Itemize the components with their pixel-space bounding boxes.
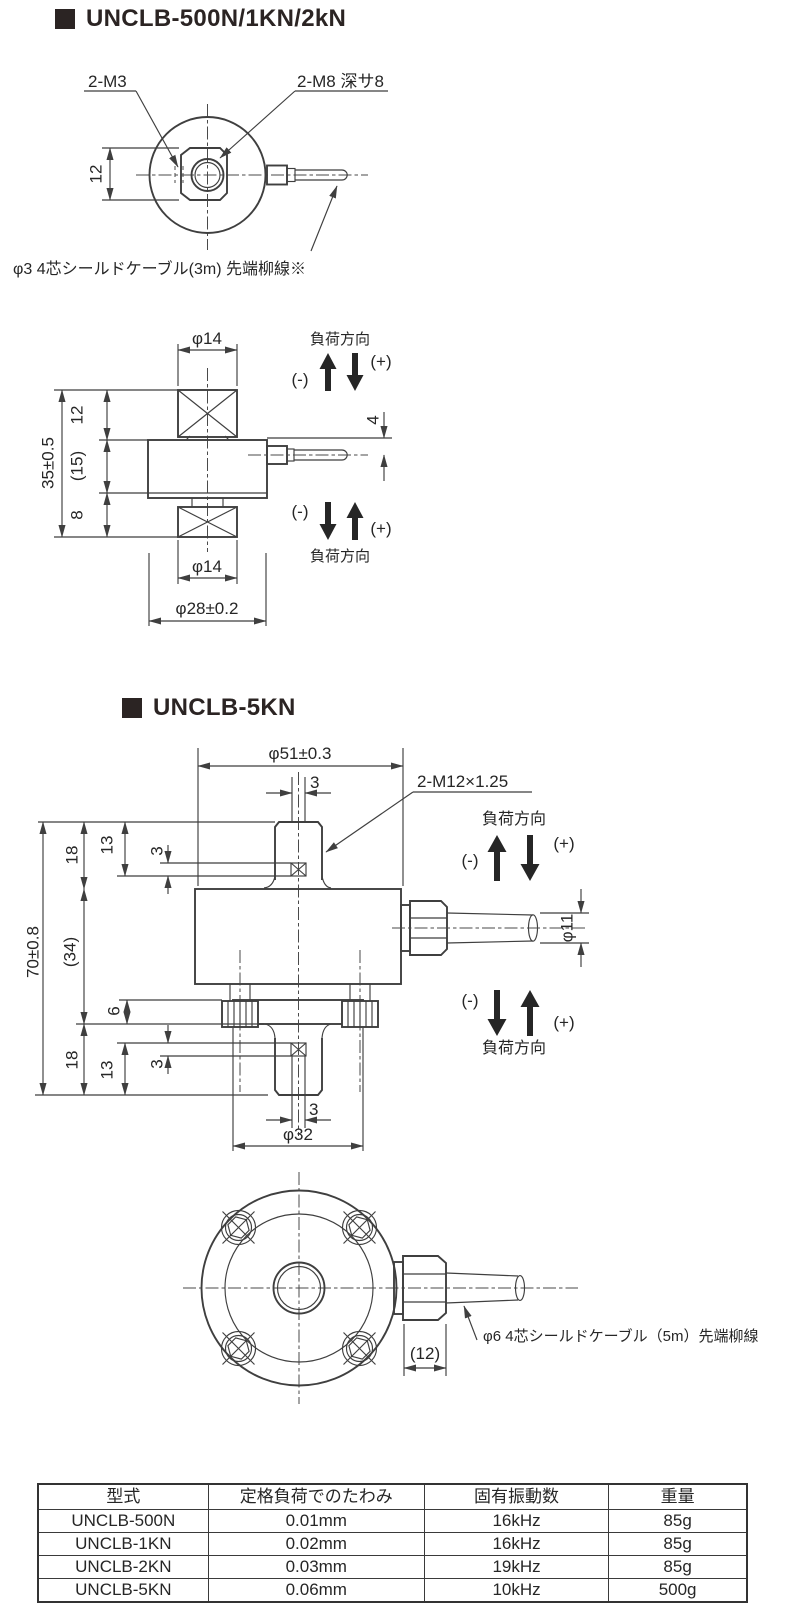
- dim-12-side: 12: [68, 406, 87, 425]
- up-arrow-icon: [520, 990, 540, 1036]
- bolt-head-right: [341, 984, 379, 1028]
- dim-15: (15): [68, 451, 87, 481]
- section-marker-icon: [122, 698, 142, 718]
- flange-bolt: [220, 1330, 257, 1367]
- dim-phi51: φ51±0.3: [269, 744, 332, 763]
- small-cell-top-view: 2-M3 2-M8 深サ8 12 φ3 4芯シールドケーブル(3m) 先端柳線※: [13, 72, 388, 278]
- section-title-text: UNCLB-500N/1KN/2kN: [86, 5, 347, 32]
- table-row: UNCLB-5KN 0.06mm 10kHz 500g: [37, 1578, 748, 1603]
- cell-weight: 85g: [608, 1555, 748, 1579]
- cell-weight: 85g: [608, 1509, 748, 1533]
- load-direction-top-large: 負荷方向 (-) (+): [462, 810, 575, 881]
- load-direction-label: 負荷方向: [310, 331, 370, 348]
- flange-bolt: [341, 1330, 378, 1367]
- cell-frequency: 16kHz: [423, 1532, 610, 1556]
- cell-frequency: 10kHz: [423, 1578, 610, 1603]
- dim-phi28: φ28±0.2: [176, 599, 239, 618]
- cell-model: UNCLB-1KN: [37, 1532, 209, 1556]
- cell-weight: 500g: [608, 1578, 748, 1603]
- plus-label: (+): [370, 352, 391, 371]
- load-direction-top-small: 負荷方向 (-) (+): [292, 331, 392, 391]
- section-marker-icon: [55, 9, 75, 29]
- load-direction-bottom-small: (-) (+) 負荷方向: [292, 502, 392, 565]
- plus-label: (+): [553, 1013, 574, 1032]
- dim-3-top: 3: [148, 846, 167, 855]
- down-arrow-icon: [319, 502, 337, 540]
- section-title-text: UNCLB-5KN: [153, 694, 296, 721]
- cell-weight: 85g: [608, 1532, 748, 1556]
- col-header-model: 型式: [37, 1483, 209, 1510]
- load-direction-bottom-large: (-) (+) 負荷方向: [462, 990, 575, 1057]
- dim-13-bottom: 13: [98, 1061, 117, 1080]
- dim-6: 6: [105, 1006, 124, 1015]
- section-title-small: UNCLB-500N/1KN/2kN: [55, 5, 346, 33]
- dim-3-tab-top: 3: [310, 773, 319, 792]
- large-cell-bottom-view: (12) φ6 4芯シールドケーブル（5m）先端柳線: [183, 1172, 759, 1404]
- dim-phi14-top: φ14: [192, 329, 222, 348]
- table-row: UNCLB-1KN 0.02mm 16kHz 85g: [37, 1532, 748, 1556]
- dim-13-top: 13: [98, 836, 117, 855]
- spec-table: 型式 定格負荷でのたわみ 固有振動数 重量 UNCLB-500N 0.01mm …: [37, 1483, 748, 1603]
- dim-18-top: 18: [63, 846, 82, 865]
- plus-label: (+): [370, 519, 391, 538]
- dim-phi11: φ11: [558, 914, 577, 943]
- down-arrow-icon: [520, 835, 540, 881]
- down-arrow-icon: [346, 353, 364, 391]
- dim-34: (34): [61, 937, 80, 967]
- cell-model: UNCLB-5KN: [37, 1578, 209, 1603]
- down-arrow-icon: [487, 990, 507, 1036]
- dim-8: 8: [68, 510, 87, 519]
- col-header-frequency: 固有振動数: [423, 1483, 610, 1510]
- flange-bolt: [220, 1209, 257, 1246]
- dim-12: 12: [87, 165, 106, 184]
- cell-frequency: 16kHz: [423, 1509, 610, 1533]
- up-arrow-icon: [319, 353, 337, 391]
- cell-deflection: 0.01mm: [207, 1509, 425, 1533]
- cell-model: UNCLB-2KN: [37, 1555, 209, 1579]
- col-header-weight: 重量: [608, 1483, 748, 1510]
- table-row: UNCLB-500N 0.01mm 16kHz 85g: [37, 1509, 748, 1533]
- cell-deflection: 0.02mm: [207, 1532, 425, 1556]
- minus-label: (-): [462, 991, 479, 1010]
- load-direction-label: 負荷方向: [482, 810, 546, 828]
- spec-table-header-row: 型式 定格負荷でのたわみ 固有振動数 重量: [37, 1483, 748, 1510]
- cell-deflection: 0.03mm: [207, 1555, 425, 1579]
- small-cell-side-view: φ14 35±0.5 12 (15) 8 4 φ14 φ28±0.2 負荷方向: [39, 329, 392, 626]
- large-cell-side-view: φ51±0.3 3 2-M12×1.25 70±0.8 18 (34) 18 1…: [24, 744, 589, 1151]
- cell-frequency: 19kHz: [423, 1555, 610, 1579]
- table-row: UNCLB-2KN 0.03mm 19kHz 85g: [37, 1555, 748, 1579]
- label-2-m12: 2-M12×1.25: [417, 772, 508, 791]
- cable-note-large: φ6 4芯シールドケーブル（5m）先端柳線: [483, 1327, 759, 1345]
- cell-deflection: 0.06mm: [207, 1578, 425, 1603]
- load-direction-label: 負荷方向: [482, 1039, 546, 1057]
- section-title-large: UNCLB-5KN: [122, 694, 296, 722]
- plus-label: (+): [553, 834, 574, 853]
- col-header-deflection: 定格負荷でのたわみ: [207, 1483, 425, 1510]
- up-arrow-icon: [487, 835, 507, 881]
- up-arrow-icon: [346, 502, 364, 540]
- cable-note-small: φ3 4芯シールドケーブル(3m) 先端柳線※: [13, 259, 306, 278]
- dim-70: 70±0.8: [24, 926, 43, 978]
- dim-35: 35±0.5: [39, 437, 58, 489]
- dim-12-gland: (12): [410, 1344, 440, 1363]
- cell-model: UNCLB-500N: [37, 1509, 209, 1533]
- bolt-head-left: [221, 984, 259, 1028]
- dim-phi14-bottom: φ14: [192, 557, 222, 576]
- minus-label: (-): [292, 370, 309, 389]
- minus-label: (-): [292, 502, 309, 521]
- dim-18-bottom: 18: [63, 1051, 82, 1070]
- label-2-m3: 2-M3: [88, 72, 127, 91]
- load-direction-label: 負荷方向: [310, 548, 370, 565]
- dim-phi32: φ32: [283, 1125, 313, 1144]
- dim-3-tab-bottom: 3: [309, 1100, 318, 1119]
- dim-4: 4: [364, 415, 383, 424]
- dim-3-bottom: 3: [148, 1059, 167, 1068]
- label-2-m8-depth: 2-M8 深サ8: [297, 72, 384, 91]
- flange-bolt: [341, 1209, 378, 1246]
- minus-label: (-): [462, 851, 479, 870]
